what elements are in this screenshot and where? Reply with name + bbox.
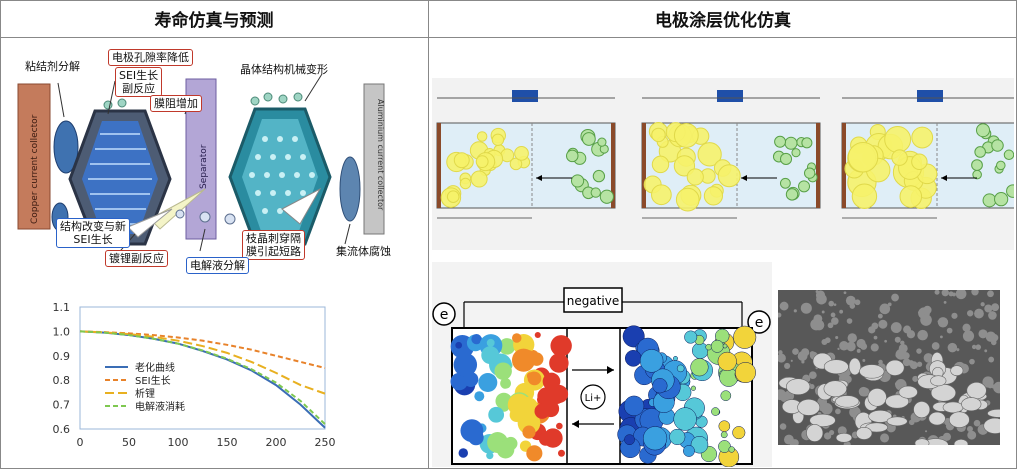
x-tick-label: 100: [168, 436, 189, 449]
legend-label: SEI生长: [135, 374, 171, 387]
electrolyte-decomp-label: 电解液分解: [186, 257, 249, 274]
sei-growth-label: SEI生长: [119, 69, 159, 82]
aluminium-collector: [363, 83, 385, 235]
negative-box: [563, 287, 623, 313]
dendrite-box: 枝晶刺穿隔 膜引起短路: [242, 230, 305, 260]
copper-label: Copper current collector: [30, 114, 40, 224]
corrosion-label: 集流体腐蚀: [336, 245, 391, 258]
cell-tag: [512, 90, 538, 102]
x-tick-label: 150: [217, 436, 238, 449]
crystal-deformation-label: 晶体结构机械变形: [240, 63, 328, 76]
dendrite-label-1: 枝晶刺穿隔: [246, 232, 301, 245]
legend-label: 老化曲线: [135, 361, 175, 374]
y-tick-label: 0.7: [53, 399, 71, 412]
cell-tag: [917, 90, 943, 102]
electron-label-right: e: [755, 315, 764, 331]
sei-side-reaction-box: SEI生长 副反应: [115, 67, 163, 97]
structure-change-label: 结构改变与新: [60, 220, 126, 233]
side-reaction-label: 副反应: [122, 82, 156, 95]
x-tick-label: 0: [77, 436, 84, 449]
y-tick-label: 0.8: [53, 374, 71, 387]
capacity-fade-chart: 0.6 0.7 0.8 0.9 1.0 1.1 0 50 100 150 200 250 老化曲线SEI…: [53, 301, 336, 449]
dendrite-label-2: 膜引起短路: [246, 245, 301, 258]
panel-divider: [428, 0, 429, 469]
x-tick-label: 50: [122, 436, 136, 449]
y-tick-label: 1.1: [53, 301, 71, 314]
electron-label-left: e: [440, 307, 449, 323]
y-tick-label: 0.9: [53, 350, 71, 363]
new-sei-label: SEI生长: [73, 233, 113, 246]
cell-tag: [717, 90, 743, 102]
electrode-simulation: negative e e Li+: [432, 262, 772, 467]
legend-label: 电解液消耗: [135, 400, 185, 413]
y-tick-label: 0.6: [53, 423, 71, 436]
x-tick-label: 250: [315, 436, 336, 449]
left-panel-title: 寿命仿真与预测: [0, 0, 428, 38]
series-line: [79, 330, 326, 425]
lithium-plating-label: 镀锂副反应: [105, 250, 168, 267]
lithium-ion-label: Li+: [585, 393, 602, 404]
copper-collector: [17, 83, 51, 230]
coating-schematics: [432, 78, 1014, 250]
binder-label: 粘结剂分解: [25, 60, 80, 73]
structure-change-box: 结构改变与新 SEI生长: [56, 218, 130, 248]
film-resistance-label: 膜阻增加: [150, 95, 202, 112]
y-tick-label: 1.0: [53, 325, 71, 338]
porosity-label: 电极孔隙率降低: [108, 49, 193, 66]
x-tick-label: 200: [266, 436, 287, 449]
separator-label: Separator: [199, 144, 209, 189]
aluminium-label: Aluminium current collector: [376, 99, 385, 211]
sem-micrograph: [778, 290, 1000, 445]
legend-label: 析锂: [135, 387, 155, 400]
right-panel-title: 电极涂层优化仿真: [429, 0, 1017, 38]
negative-label: negative: [567, 294, 619, 308]
